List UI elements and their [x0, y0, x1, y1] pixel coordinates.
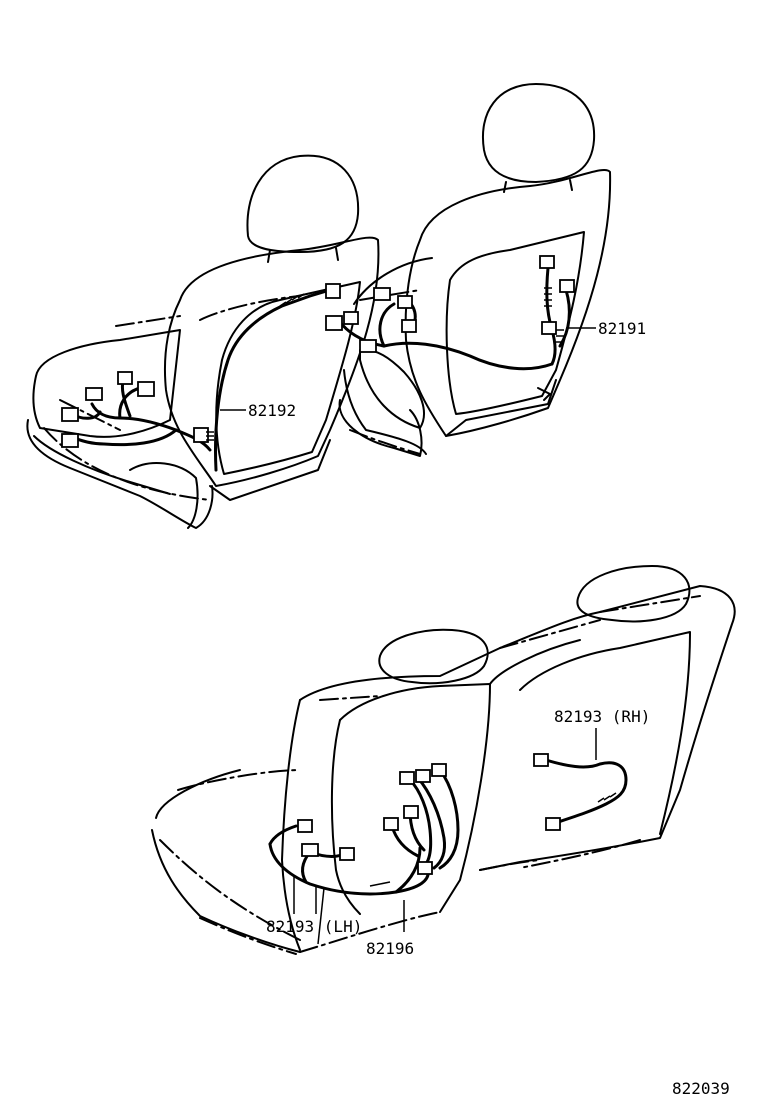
connector [417, 861, 433, 875]
front-right-seat [338, 83, 612, 457]
connector [137, 381, 155, 397]
connector [85, 387, 103, 401]
connector [401, 319, 417, 333]
connector [415, 769, 431, 783]
rear-harness-82193-rh [533, 753, 628, 831]
front-left-harness-82192 [61, 283, 341, 472]
rear-harness-82193-lh [268, 763, 460, 896]
connector [193, 427, 209, 443]
connector [431, 763, 447, 777]
label-82192: 82192 [248, 401, 296, 420]
connector [61, 433, 79, 448]
front-right-harness-82191 [325, 255, 575, 371]
diagram-code: 822039 [672, 1079, 730, 1098]
connector [339, 847, 355, 861]
connector [343, 311, 359, 325]
connector [397, 295, 413, 309]
label-82196: 82196 [366, 939, 414, 958]
connector [533, 753, 549, 767]
leader-lines [220, 327, 597, 945]
connector [399, 771, 415, 785]
connector [545, 817, 561, 831]
connector [539, 255, 555, 269]
connector [559, 279, 575, 293]
connector [61, 407, 79, 422]
connector [383, 817, 399, 831]
connector [403, 805, 419, 819]
connector [373, 287, 391, 301]
label-82193-rh: 82193 (RH) [554, 707, 650, 726]
connector [301, 843, 319, 857]
front-left-seat [26, 154, 380, 529]
label-82191: 82191 [598, 319, 646, 338]
connector [541, 321, 557, 335]
connector [325, 315, 343, 331]
connector [325, 283, 341, 299]
connector [359, 339, 377, 353]
label-82193-lh: 82193 (LH) [266, 917, 362, 936]
rear-seat [151, 565, 736, 955]
connector [117, 371, 133, 385]
connector [297, 819, 313, 833]
